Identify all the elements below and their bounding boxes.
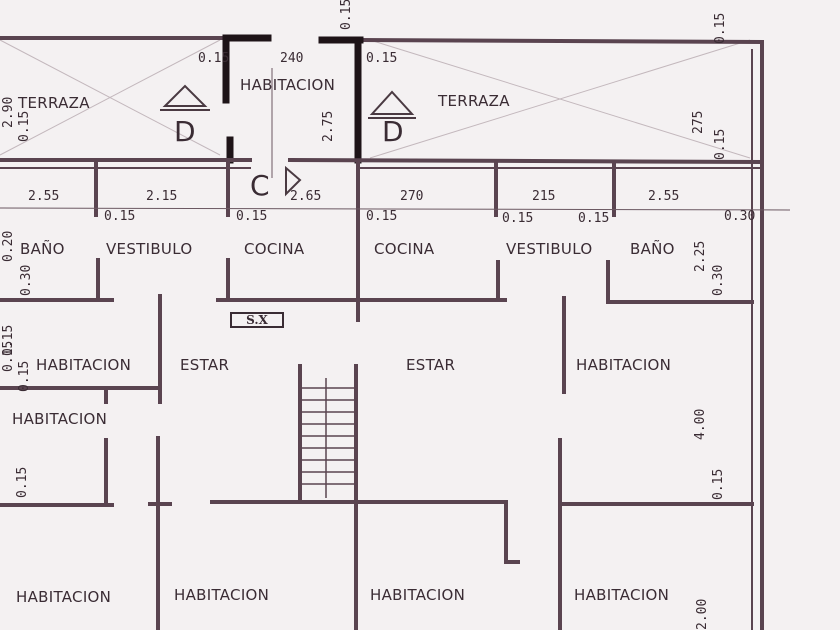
dim-275-right-v: 275 — [691, 110, 706, 134]
dim-290-left-v: 2.90 — [1, 96, 16, 128]
dim-030-v: 0.30 — [711, 264, 726, 296]
room-label-cocina-right: COCINA — [374, 240, 435, 258]
dim-015-e: 0.15 — [366, 209, 398, 224]
terrace-hatching — [0, 39, 751, 159]
section-marker-d-right: D — [382, 115, 404, 148]
room-label-habitacion-bottom-3: HABITACION — [370, 586, 466, 604]
section-triangles — [160, 84, 416, 197]
dim-255-left: 2.55 — [28, 189, 60, 204]
dim-030-left-v: 0.30 — [19, 264, 34, 296]
stair-label: S.X — [230, 312, 284, 328]
room-label-bano-left: BAÑO — [20, 240, 65, 258]
dim-015-left-v4: 0.15 — [15, 466, 30, 498]
room-label-habitacion-bottom-1: HABITACION — [16, 588, 112, 606]
dim-015-d: 0.15 — [236, 209, 268, 224]
dim-015-top-v: 0.15 — [339, 0, 354, 30]
dim-015-left-v3: 0.15 — [17, 360, 32, 392]
room-label-estar-left: ESTAR — [180, 356, 230, 374]
dim-015-a: 0.15 — [198, 51, 230, 66]
dim-015-right-v1: 0.15 — [713, 128, 728, 160]
room-label-habitacion-mid-left: HABITACION — [36, 356, 132, 374]
dim-015-left-v5: 0.15 — [1, 324, 16, 356]
dim-240: 240 — [280, 51, 304, 66]
room-label-vestibulo-left: VESTIBULO — [106, 240, 193, 258]
dim-225-v: 2.25 — [693, 240, 708, 272]
dim-015-left-v1: 0.15 — [17, 110, 32, 142]
walls — [0, 34, 765, 630]
room-label-bano-right: BAÑO — [630, 240, 675, 258]
section-marker-d-left: D — [174, 115, 196, 148]
room-label-terraza-left: TERRAZA — [18, 94, 90, 112]
dim-255-right: 2.55 — [648, 189, 680, 204]
dim-015-top-right-v: 0.15 — [713, 12, 728, 44]
room-label-vestibulo-right: VESTIBULO — [506, 240, 593, 258]
dimension-lines — [0, 68, 791, 211]
dim-215-left: 2.15 — [146, 189, 178, 204]
dim-265: 2.65 — [290, 189, 322, 204]
dim-015-f: 0.15 — [502, 211, 534, 226]
room-label-terraza-right: TERRAZA — [438, 92, 510, 110]
room-label-habitacion-bottom-4: HABITACION — [574, 586, 670, 604]
dim-020-left-v: 0.20 — [1, 230, 16, 262]
dim-270: 270 — [400, 189, 424, 204]
room-label-habitacion-top: HABITACION — [240, 76, 336, 94]
room-label-habitacion-bottom-2: HABITACION — [174, 586, 270, 604]
dim-015-b: 0.15 — [366, 51, 398, 66]
room-label-cocina-left: COCINA — [244, 240, 305, 258]
section-marker-c: C — [250, 169, 270, 202]
dim-400-v: 4.00 — [693, 408, 708, 440]
stair-treads — [300, 378, 354, 498]
dim-215-right: 215 — [532, 189, 556, 204]
dim-200-right-v: 2.00 — [695, 598, 710, 630]
dim-275-v: 2.75 — [321, 110, 336, 142]
dim-030-right: 0.30 — [724, 209, 756, 224]
dim-015-c: 0.15 — [104, 209, 136, 224]
dim-015-g: 0.15 — [578, 211, 610, 226]
dim-015-right-v2: 0.15 — [711, 468, 726, 500]
room-label-estar-right: ESTAR — [406, 356, 456, 374]
room-label-habitacion-mid-right: HABITACION — [576, 356, 672, 374]
room-label-habitacion-left-lower: HABITACION — [12, 410, 108, 428]
